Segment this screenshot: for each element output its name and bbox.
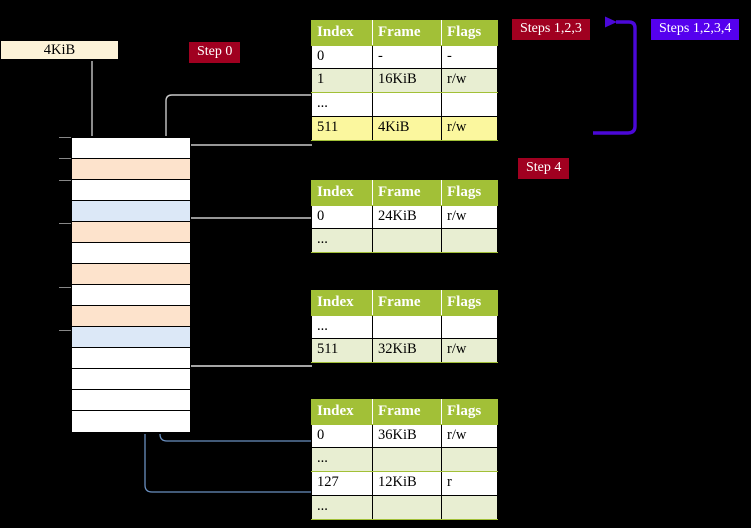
- cell-flags: [441, 314, 498, 340]
- cell-frame: 4KiB: [372, 116, 442, 142]
- cell-frame: [372, 92, 442, 118]
- table-header-row: Index Frame Flags: [311, 399, 498, 425]
- cell-flags: [441, 228, 498, 254]
- cell-frame: 12KiB: [372, 471, 442, 497]
- memory-frame-orange: [72, 306, 190, 327]
- col-header-index: Index: [311, 399, 373, 425]
- badge-steps-123: Steps 1,2,3: [512, 19, 590, 41]
- memory-tick: [59, 180, 71, 181]
- cell-index: ...: [311, 314, 373, 340]
- memory-tick: [59, 158, 71, 159]
- memory-tick: [59, 330, 71, 331]
- memory-frame-white: [72, 411, 190, 432]
- cell-flags: [441, 447, 498, 473]
- table-row: ...: [311, 228, 498, 254]
- cell-index: ...: [311, 228, 373, 254]
- memory-frame-white: [72, 180, 190, 201]
- col-header-flags: Flags: [441, 399, 498, 425]
- col-header-frame: Frame: [372, 180, 442, 206]
- cell-flags: -: [441, 44, 498, 70]
- memory-frame-blue: [72, 327, 190, 348]
- table-row: 511 32KiB r/w: [311, 338, 498, 364]
- level4-page-table: Index Frame Flags 0 - - 1 16KiB r/w ...: [311, 20, 498, 142]
- table-header-row: Index Frame Flags: [311, 180, 498, 206]
- memory-size-label: 4KiB: [0, 40, 119, 60]
- col-header-frame: Frame: [372, 290, 442, 316]
- wire-l4-to-memory-right: [179, 144, 312, 170]
- col-header-flags: Flags: [441, 290, 498, 316]
- memory-frame-white: [72, 369, 190, 390]
- level2-page-table: Index Frame Flags ... 511 32KiB r/w: [311, 290, 498, 364]
- col-header-index: Index: [311, 290, 373, 316]
- level3-page-table: Index Frame Flags 0 24KiB r/w ...: [311, 180, 498, 254]
- cell-flags: r/w: [441, 338, 498, 364]
- cell-index: 0: [311, 204, 373, 230]
- col-header-index: Index: [311, 20, 373, 46]
- table-row: ...: [311, 447, 498, 473]
- memory-frame-orange: [72, 159, 190, 180]
- col-header-index: Index: [311, 180, 373, 206]
- wire-l2-32kib-to-memory: [179, 308, 312, 367]
- memory-tick: [59, 137, 71, 138]
- memory-frame-white: [72, 138, 190, 159]
- memory-frame-white: [72, 243, 190, 264]
- col-header-frame: Frame: [372, 20, 442, 46]
- cell-frame: -: [372, 44, 442, 70]
- cell-frame: [372, 314, 442, 340]
- cell-flags: r/w: [441, 204, 498, 230]
- memory-frame-white: [72, 285, 190, 306]
- table-row: 0 - -: [311, 44, 498, 70]
- memory-frame-white: [72, 348, 190, 369]
- badge-step4: Step 4: [518, 158, 570, 180]
- cell-frame: 24KiB: [372, 204, 442, 230]
- wire-steps-bracket: [593, 16, 637, 135]
- table-row: ...: [311, 314, 498, 340]
- table-row: 0 36KiB r/w: [311, 423, 498, 449]
- cell-flags: r: [441, 471, 498, 497]
- cell-index: 0: [311, 423, 373, 449]
- col-header-flags: Flags: [441, 180, 498, 206]
- cell-frame: [372, 228, 442, 254]
- cell-flags: r/w: [441, 68, 498, 94]
- memory-frame-orange: [72, 222, 190, 243]
- cell-frame: 16KiB: [372, 68, 442, 94]
- memory-frame-white: [72, 390, 190, 411]
- cell-index: 1: [311, 68, 373, 94]
- badge-step0: Step 0: [189, 42, 241, 64]
- table-header-row: Index Frame Flags: [311, 290, 498, 316]
- memory-frame-orange: [72, 264, 190, 285]
- col-header-frame: Frame: [372, 399, 442, 425]
- cell-frame: [372, 447, 442, 473]
- memory-frame-blue: [72, 201, 190, 222]
- wire-l3-24kib-to-memory: [179, 217, 312, 266]
- cell-flags: [441, 92, 498, 118]
- table-row: ...: [311, 92, 498, 118]
- col-header-flags: Flags: [441, 20, 498, 46]
- cell-index: ...: [311, 92, 373, 118]
- physical-memory-column: [71, 136, 191, 434]
- cell-index: 511: [311, 338, 373, 364]
- cell-index: 127: [311, 471, 373, 497]
- table-header-row: Index Frame Flags: [311, 20, 498, 46]
- memory-tick: [59, 223, 71, 224]
- cell-flags: r/w: [441, 116, 498, 142]
- badge-steps-1234: Steps 1,2,3,4: [651, 19, 740, 41]
- cell-frame: 32KiB: [372, 338, 442, 364]
- memory-tick: [59, 287, 71, 288]
- table-row: 127 12KiB r: [311, 471, 498, 497]
- table-row: 1 16KiB r/w: [311, 68, 498, 94]
- cell-index: ...: [311, 447, 373, 473]
- cell-index: 0: [311, 44, 373, 70]
- table-row: 511 4KiB r/w: [311, 116, 498, 142]
- cell-index: 511: [311, 116, 373, 142]
- table-row: 0 24KiB r/w: [311, 204, 498, 230]
- cell-flags: [441, 495, 498, 521]
- cell-flags: r/w: [441, 423, 498, 449]
- level1-page-table: Index Frame Flags 0 36KiB r/w ... 127 12…: [311, 399, 498, 521]
- cell-frame: 36KiB: [372, 423, 442, 449]
- table-row: ...: [311, 495, 498, 521]
- cell-frame: [372, 495, 442, 521]
- cell-index: ...: [311, 495, 373, 521]
